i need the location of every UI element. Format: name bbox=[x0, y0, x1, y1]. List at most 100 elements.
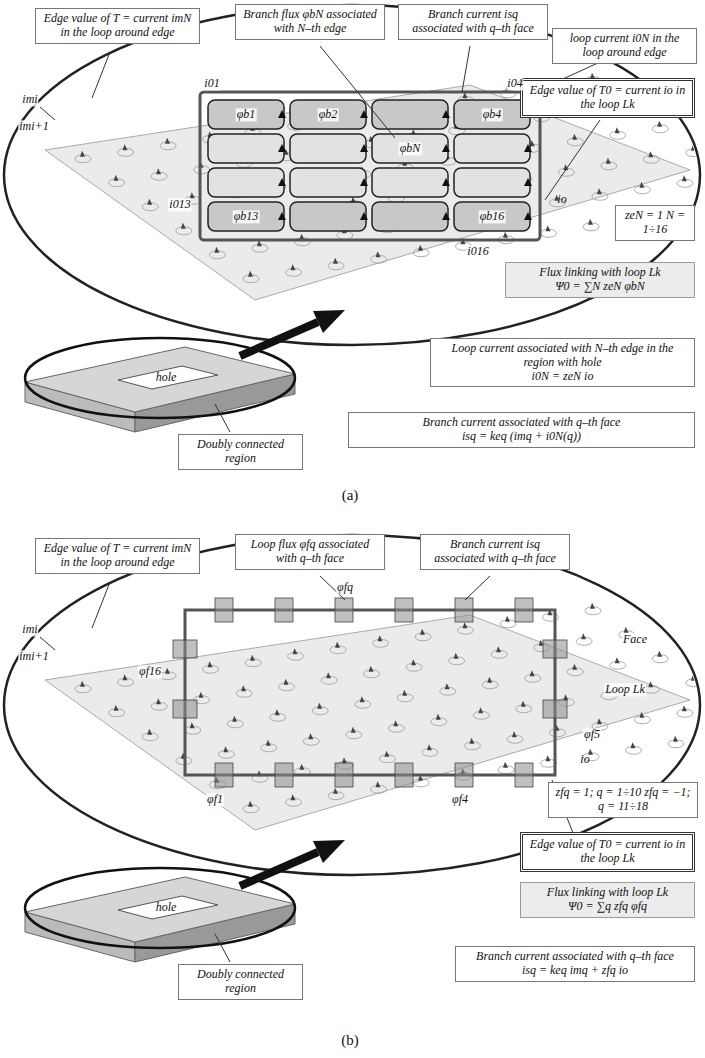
callout-box: Flux linking with loop LkΨ0 = ∑N zeN φbN bbox=[505, 262, 695, 298]
symbol-label: φfq bbox=[336, 581, 354, 594]
formula-text: Ψ0 = ∑N zeN φbN bbox=[512, 280, 688, 294]
edge-arrow bbox=[241, 685, 246, 691]
symbol-label: imi bbox=[21, 623, 38, 636]
edge-arrow bbox=[384, 751, 389, 757]
leader-lines bbox=[40, 576, 575, 838]
edge-arrow bbox=[291, 794, 296, 800]
symbol-label: φb13 bbox=[233, 210, 260, 223]
edge-arrow bbox=[505, 616, 510, 622]
edge-arrow bbox=[291, 264, 296, 270]
callout-box: zeN = 1 N = 1÷16 bbox=[615, 205, 695, 241]
callout-text: Flux linking with loop Lk bbox=[527, 886, 688, 900]
edge-arrow bbox=[639, 182, 644, 188]
callout-text: Doubly connected region bbox=[185, 968, 296, 996]
symbol-label: io bbox=[556, 193, 567, 206]
symbol-label: φb1 bbox=[236, 108, 257, 121]
callout-box: Branch current associated with q–th face… bbox=[455, 946, 695, 982]
edge-arrow bbox=[454, 653, 459, 659]
edge-arrow bbox=[80, 151, 85, 157]
branch-cell bbox=[290, 100, 366, 129]
cell-arrow bbox=[360, 110, 368, 118]
edge-arrow bbox=[588, 219, 593, 225]
callout-text: Edge value of T0 = current io in the loo… bbox=[529, 838, 686, 866]
edge-arrow bbox=[333, 258, 338, 264]
edge-arrow bbox=[248, 271, 253, 277]
symbol-label: i01 bbox=[203, 77, 220, 90]
edge-arrow bbox=[376, 781, 381, 787]
branch-cell bbox=[372, 168, 448, 197]
edge-arrow bbox=[360, 696, 365, 702]
symbol-label: φb16 bbox=[479, 210, 506, 223]
edge-arrow bbox=[232, 716, 237, 722]
edge-arrow bbox=[590, 603, 595, 609]
edge-arrow bbox=[165, 668, 170, 674]
callout-text: zeN = 1 N = 1÷16 bbox=[622, 209, 688, 237]
callout-box: Edge value of T = current imN in the loo… bbox=[35, 8, 200, 44]
edge-arrow bbox=[469, 738, 474, 744]
edge-arrow bbox=[402, 690, 407, 696]
symbol-label: i016 bbox=[466, 245, 489, 258]
edge-arrow bbox=[147, 729, 152, 735]
edge-arrow bbox=[624, 627, 629, 633]
slab bbox=[25, 840, 345, 962]
edge-arrow bbox=[463, 622, 468, 628]
cell-arrow bbox=[360, 212, 368, 220]
symbol-label: imi bbox=[21, 93, 38, 106]
callout-box: Edge value of T0 = current io in the loo… bbox=[520, 78, 695, 118]
edge-arrow bbox=[512, 731, 517, 737]
callout-box: Doubly connected region bbox=[178, 964, 303, 1000]
edge-arrow bbox=[420, 629, 425, 635]
edge-arrow bbox=[284, 679, 289, 685]
edge-arrow bbox=[299, 764, 304, 770]
edge-arrow bbox=[351, 727, 356, 733]
symbol-label: io bbox=[579, 753, 590, 766]
edge-arrow bbox=[335, 642, 340, 648]
edge-arrow bbox=[581, 633, 586, 639]
callout-box: Flux linking with loop LkΨ0 = ∑q zfq φfq bbox=[520, 882, 695, 918]
edge-arrow bbox=[114, 705, 119, 711]
leader-lines bbox=[40, 46, 600, 200]
edge-arrow bbox=[503, 232, 508, 238]
edge-arrow bbox=[597, 188, 602, 194]
edge-arrow bbox=[418, 245, 423, 251]
edge-arrow bbox=[478, 707, 483, 713]
branch-cell bbox=[208, 168, 284, 197]
edge-arrow bbox=[597, 718, 602, 724]
edge-arrow bbox=[691, 145, 696, 151]
edge-arrow bbox=[487, 677, 492, 683]
branch-cell bbox=[454, 202, 530, 231]
symbol-label: Loop Lk bbox=[604, 683, 646, 696]
faces bbox=[173, 598, 567, 787]
edge-arrow bbox=[530, 670, 535, 676]
edge-arrow bbox=[248, 801, 253, 807]
edge-arrow bbox=[503, 762, 508, 768]
cell-arrow bbox=[278, 178, 286, 186]
edge-arrow bbox=[657, 651, 662, 657]
magnifier-ellipse bbox=[4, 5, 700, 345]
edge-arrow bbox=[156, 698, 161, 704]
loop-lk bbox=[185, 610, 555, 775]
callout-text: Doubly connected region bbox=[185, 438, 296, 466]
symbol-label: φb4 bbox=[482, 108, 503, 121]
cell-arrow bbox=[442, 178, 450, 186]
edge-arrow bbox=[682, 175, 687, 181]
cell-arrow bbox=[524, 178, 532, 186]
callout-text: Edge value of T = current imN in the loo… bbox=[42, 12, 193, 40]
callout-text: Loop current associated with N–th edge i… bbox=[437, 342, 688, 370]
callout-text: Branch current isq associated with q–th … bbox=[427, 538, 563, 566]
callout-text: loop current i0N in the loop around edge bbox=[559, 32, 690, 60]
branch-cell bbox=[372, 134, 448, 163]
cell-arrow bbox=[442, 212, 450, 220]
branch-cell bbox=[454, 134, 530, 163]
magnifier-ellipse bbox=[4, 535, 700, 875]
formula-text: isq = keq (imq + i0N(q)) bbox=[355, 430, 688, 444]
symbol-label: imi+1 bbox=[18, 650, 49, 663]
callout-text: Edge value of T = current imN in the loo… bbox=[42, 542, 193, 570]
edge-arrow bbox=[682, 705, 687, 711]
branch-cell bbox=[290, 134, 366, 163]
cell-arrow bbox=[278, 212, 286, 220]
branch-cell bbox=[372, 202, 448, 231]
edge-arrow bbox=[427, 744, 432, 750]
branch-cell bbox=[208, 202, 284, 231]
slab bbox=[25, 310, 345, 432]
